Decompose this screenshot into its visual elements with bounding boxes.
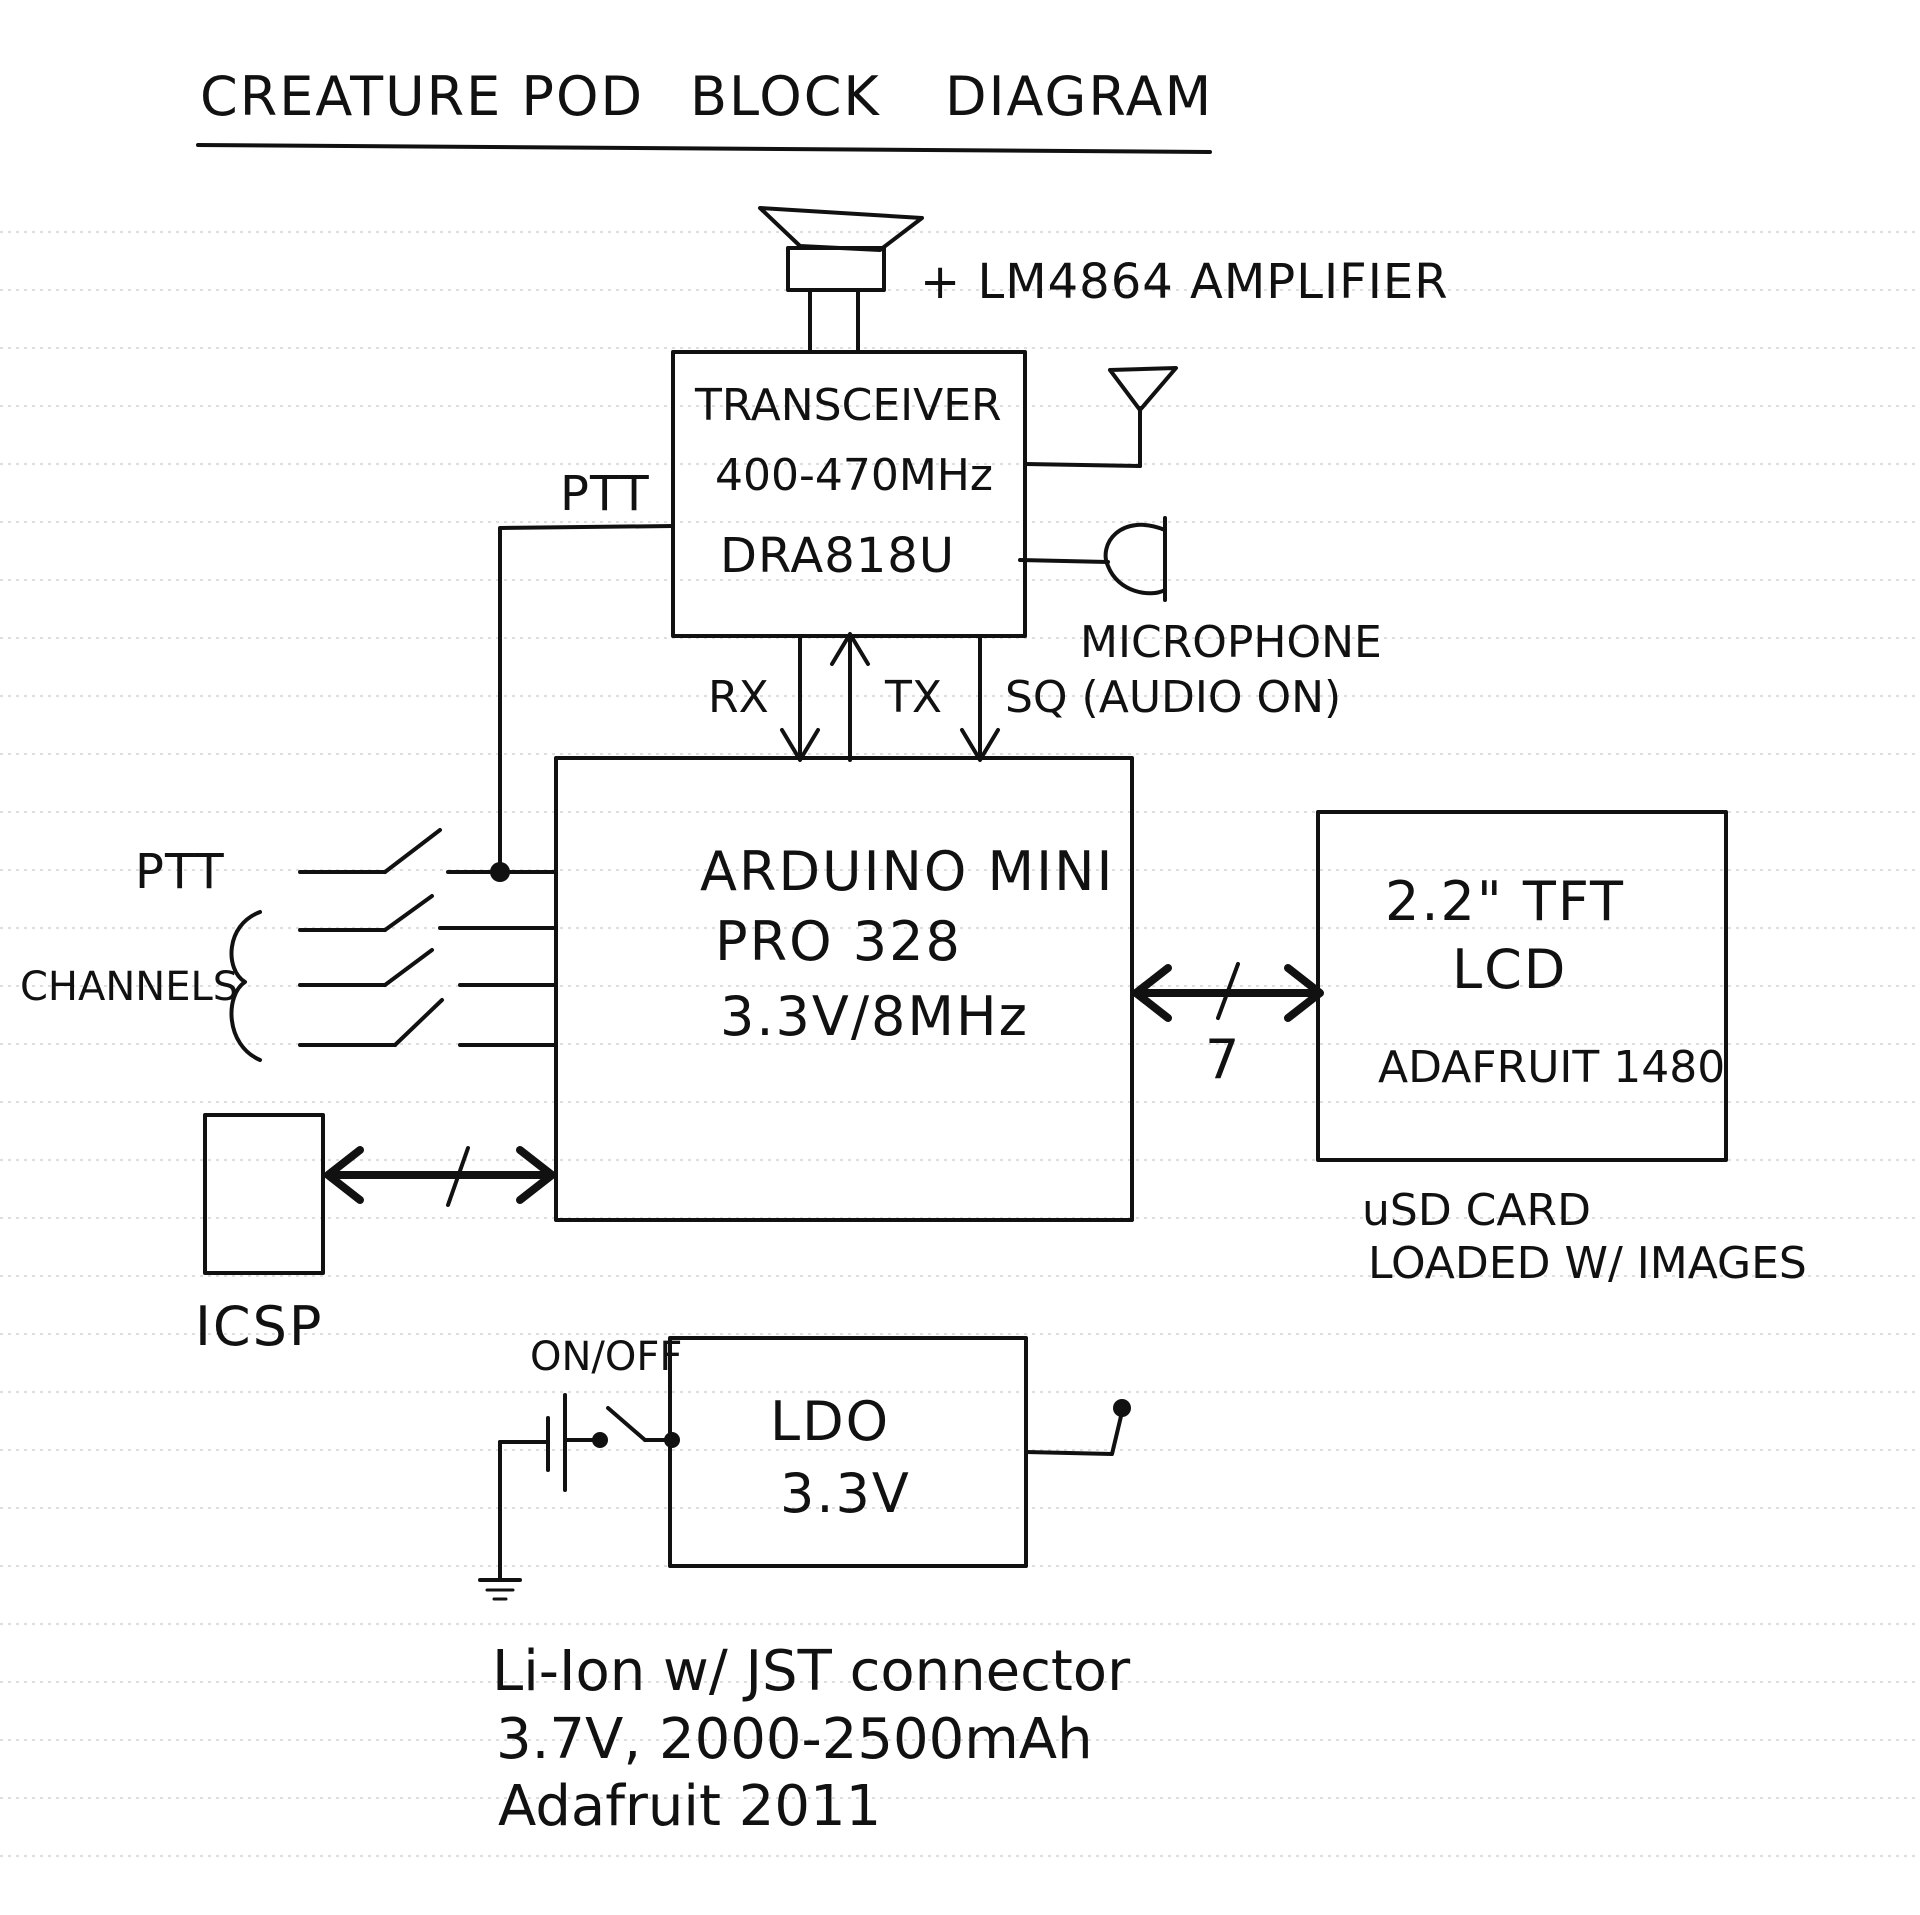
arduino-box — [554, 756, 1134, 1222]
rx-line — [780, 634, 820, 762]
sq-label: SQ (AUDIO ON) — [1005, 672, 1341, 723]
ldo-voltage: 3.3V — [780, 1462, 911, 1525]
channel-switch-icon-1 — [298, 894, 558, 932]
tft-type: LCD — [1452, 938, 1567, 1001]
transceiver-frequency: 400-470MHz — [715, 450, 993, 501]
ptt-switch-icon — [298, 828, 558, 874]
ldo-name: LDO — [770, 1390, 890, 1453]
tft-bus-width: 7 — [1205, 1028, 1241, 1091]
ptt-signal-line — [490, 524, 675, 882]
icsp-bus-arrow — [324, 1146, 556, 1207]
channels-label: CHANNELS — [20, 964, 238, 1010]
transceiver-name: TRANSCEIVER — [694, 380, 1002, 431]
battery-line3: Adafruit 2011 — [498, 1774, 881, 1839]
power-switch-icon — [563, 1406, 680, 1448]
tft-size: 2.2" TFT — [1385, 870, 1625, 933]
title: CREATURE POD BLOCK DIAGRAM — [196, 65, 1213, 154]
title-right: DIAGRAM — [945, 65, 1213, 128]
channel-switch-icon-3 — [298, 998, 558, 1047]
rx-label: RX — [708, 672, 769, 723]
antenna-icon — [1023, 366, 1178, 468]
tx-label: TX — [884, 672, 942, 723]
ptt-switch-label: PTT — [135, 844, 225, 900]
tx-line — [830, 632, 870, 762]
icsp-box — [203, 1113, 325, 1275]
tft-part: ADAFRUIT 1480 — [1378, 1042, 1725, 1093]
ldo-output-icon — [1024, 1399, 1131, 1456]
channels-brace — [229, 910, 262, 1062]
icsp-label: ICSP — [195, 1295, 323, 1358]
battery-icon — [498, 1393, 567, 1582]
speaker-amplifier-label: + LM4864 AMPLIFIER — [920, 254, 1449, 310]
ptt-signal-label: PTT — [560, 466, 650, 522]
arduino-specs: 3.3V/8MHz — [720, 985, 1029, 1048]
arduino-model: PRO 328 — [715, 910, 962, 973]
sd-card-line2: LOADED W/ IMAGES — [1368, 1238, 1807, 1289]
title-middle: BLOCK — [690, 65, 881, 128]
sd-card-line1: uSD CARD — [1362, 1185, 1591, 1236]
tft-box — [1316, 810, 1728, 1162]
battery-line2: 3.7V, 2000-2500mAh — [496, 1707, 1093, 1772]
tft-bus-arrow — [1132, 962, 1324, 1022]
power-switch-label: ON/OFF — [530, 1334, 682, 1380]
sq-line — [960, 634, 1000, 762]
ground-icon — [478, 1578, 522, 1601]
microphone-icon — [1018, 516, 1167, 602]
arduino-name: ARDUINO MINI — [700, 840, 1114, 903]
title-left: CREATURE POD — [200, 65, 644, 128]
title-underline — [196, 143, 1212, 154]
transceiver-model: DRA818U — [720, 528, 955, 584]
speaker-icon — [758, 206, 924, 354]
microphone-label: MICROPHONE — [1080, 617, 1382, 668]
battery-line1: Li-Ion w/ JST connector — [492, 1639, 1131, 1704]
channel-switch-icon-2 — [298, 948, 558, 987]
